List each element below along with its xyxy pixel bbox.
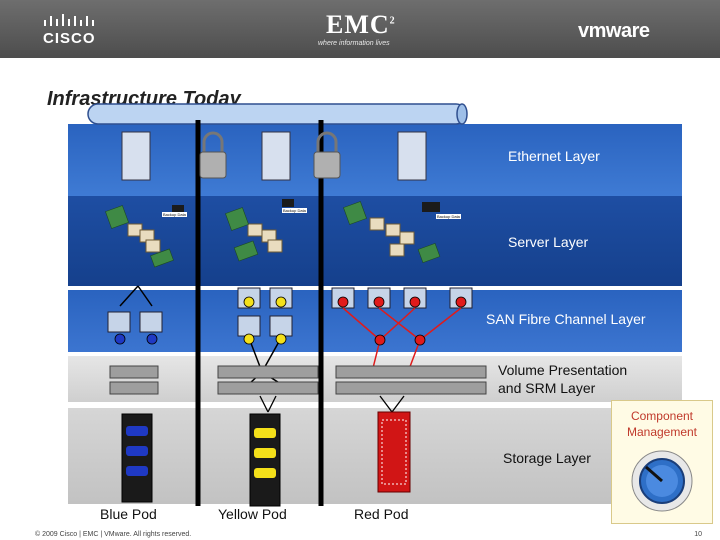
component-management-panel: Component Management bbox=[611, 400, 713, 524]
ethernet-pipe-end bbox=[456, 103, 468, 125]
management-dial-icon bbox=[631, 450, 693, 512]
emc-logo-text: EMC bbox=[326, 10, 390, 39]
emc-logo-superscript: 2 bbox=[389, 15, 396, 27]
component-management-label: Component Management bbox=[612, 408, 712, 440]
vmware-logo: vmware bbox=[578, 20, 650, 42]
ethernet-pipe bbox=[87, 103, 467, 125]
red-connector-dot bbox=[337, 296, 467, 346]
volume-layer-label-line1: Volume Presentation bbox=[498, 362, 628, 378]
pod-label-yellow: Yellow Pod bbox=[218, 506, 287, 522]
san-layer-label: SAN Fibre Channel Layer bbox=[486, 311, 646, 327]
network-card bbox=[105, 201, 441, 268]
blue-fibre-link bbox=[119, 285, 153, 307]
backup-data-label: Backup Data bbox=[436, 214, 461, 219]
cisco-logo-icon bbox=[44, 14, 94, 26]
server-layer-label: Server Layer bbox=[508, 234, 589, 250]
backup-data-label: Backup Data bbox=[162, 212, 187, 217]
backup-data-label: Backup Data bbox=[282, 208, 307, 213]
ethernet-layer-label: Ethernet Layer bbox=[508, 148, 600, 164]
storage-layer-label: Storage Layer bbox=[503, 450, 591, 466]
storage-array-red bbox=[377, 411, 411, 493]
component-management-line2: Management bbox=[626, 425, 698, 439]
pod-label-blue: Blue Pod bbox=[100, 506, 157, 522]
storage-layer-band bbox=[68, 408, 682, 504]
ethernet-layer-band bbox=[68, 124, 682, 196]
cisco-logo-text: CISCO bbox=[43, 30, 96, 47]
blue-connector-dot bbox=[114, 333, 158, 345]
copyright-footer: © 2009 Cisco | EMC | VMware. All rights … bbox=[35, 531, 192, 538]
red-fibre-link bbox=[342, 307, 462, 373]
yellow-fibre-link bbox=[248, 337, 282, 385]
volume-layer-label-line2: and SRM Layer bbox=[498, 380, 596, 396]
emc-tagline: where information lives bbox=[318, 40, 390, 47]
emc-logo: EMC2 bbox=[326, 10, 396, 40]
pod-label-red: Red Pod bbox=[354, 506, 409, 522]
volume-to-storage-link bbox=[259, 395, 405, 413]
ethernet-switch bbox=[121, 131, 427, 181]
padlock-icon bbox=[199, 131, 341, 179]
header-bar: CISCO EMC2 where information lives vmwar… bbox=[0, 0, 720, 58]
server-layer-band bbox=[68, 196, 682, 286]
component-management-line1: Component bbox=[630, 409, 694, 423]
backup-data-icon bbox=[172, 199, 440, 213]
yellow-connector-dot bbox=[243, 296, 287, 345]
server-blade bbox=[127, 217, 415, 257]
page-number: 10 bbox=[694, 531, 702, 538]
san-switch bbox=[107, 287, 473, 337]
storage-array-blue bbox=[121, 413, 153, 503]
volume-array bbox=[109, 365, 487, 395]
storage-array-yellow bbox=[249, 413, 281, 507]
